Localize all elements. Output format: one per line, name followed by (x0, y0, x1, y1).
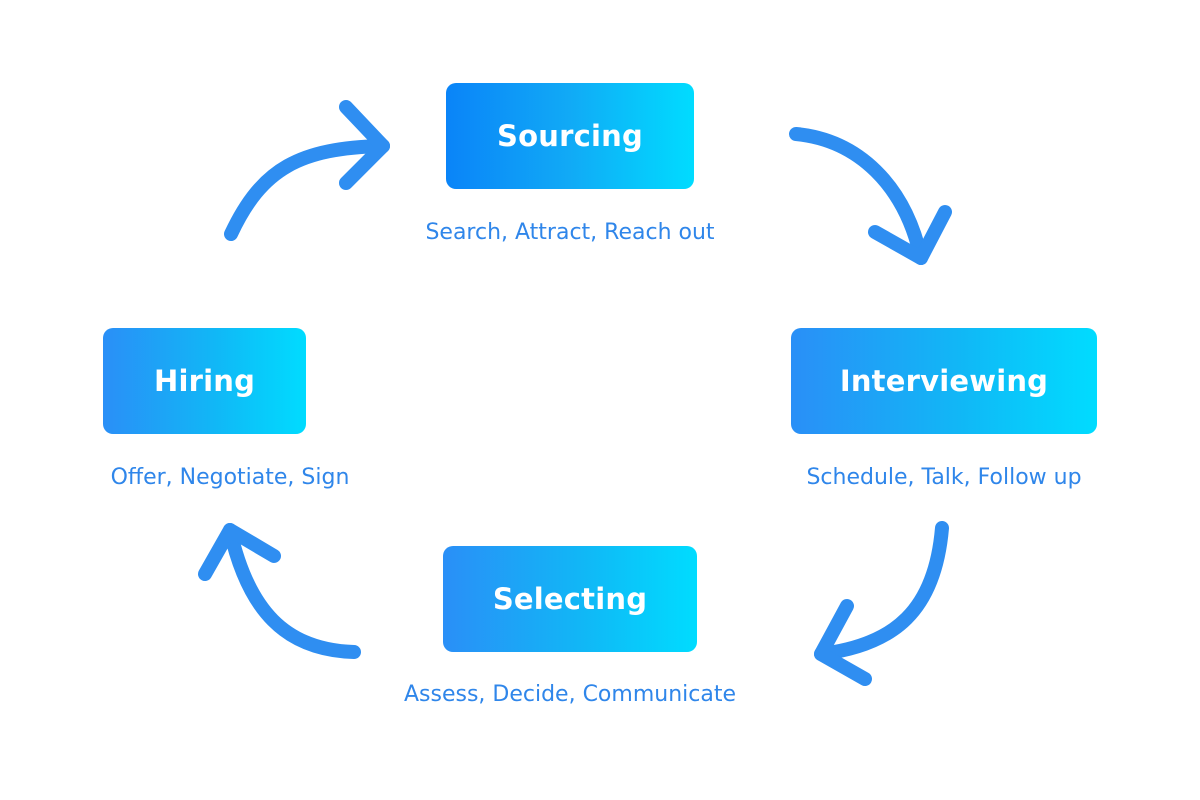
step-hiring-description: Offer, Negotiate, Sign (110, 465, 350, 490)
step-hiring-box: Hiring (103, 328, 306, 434)
arrow-interviewing-to-selecting (814, 521, 949, 686)
step-selecting-box: Selecting (443, 546, 697, 652)
arrow-sourcing-to-interviewing (789, 127, 952, 265)
step-interviewing-box: Interviewing (791, 328, 1097, 434)
arrow-hiring-to-sourcing (224, 100, 390, 241)
step-selecting-label: Selecting (492, 582, 648, 616)
step-interviewing-description: Schedule, Talk, Follow up (806, 465, 1082, 490)
step-sourcing-label: Sourcing (497, 119, 643, 153)
arrow-selecting-to-hiring (198, 523, 361, 659)
step-interviewing-label: Interviewing (839, 364, 1049, 398)
step-selecting-description: Assess, Decide, Communicate (403, 682, 736, 707)
step-sourcing-box: Sourcing (446, 83, 694, 189)
step-sourcing-description: Search, Attract, Reach out (425, 220, 715, 245)
step-hiring-label: Hiring (153, 364, 256, 398)
